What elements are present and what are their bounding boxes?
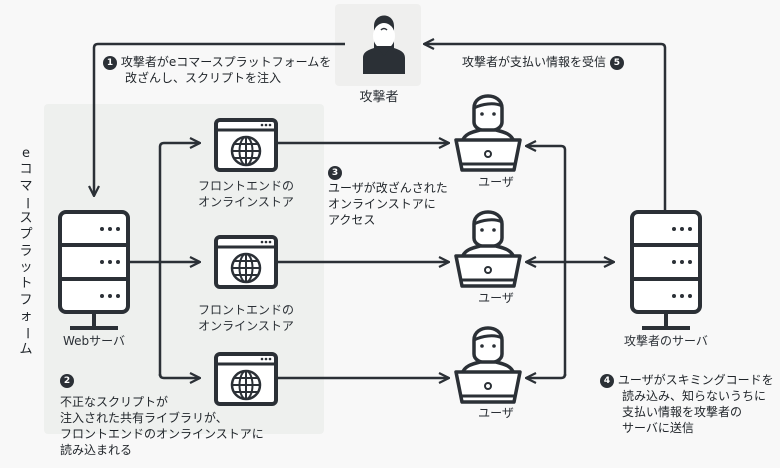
arrow-attacker-server-to-attacker: [424, 44, 667, 210]
platform-label-char: コ: [19, 162, 33, 178]
step-2-line: フロントエンドのオンラインストアに: [60, 427, 264, 441]
attacker-label: 攻撃者: [359, 90, 399, 105]
store-2-browser-globe-icon: [214, 235, 278, 289]
user-3-laptop-icon: [454, 326, 522, 404]
step-3: 3 ユーザが改ざんされた オンラインストアに アクセス: [328, 164, 448, 228]
ecommerce-platform-label: e コ マ ー ス プ ラ ッ ト フ ォ ー ム: [19, 146, 35, 358]
user-1-laptop-icon: [454, 94, 522, 172]
step-5: 攻撃者が支払い情報を受信 5: [462, 54, 624, 70]
step-1-badge: 1: [103, 55, 117, 70]
store-1-label-line: フロントエンドの: [197, 179, 294, 193]
store-1-label: フロントエンドの オンラインストア: [190, 178, 302, 210]
store-1-browser-globe-icon: [214, 118, 278, 172]
arrow-to-store-1: [158, 143, 200, 376]
ecommerce-platform-panel: [44, 104, 324, 434]
platform-label-char: プ: [19, 227, 33, 243]
user-3-label: ユーザ: [478, 406, 514, 420]
platform-label-char: ォ: [19, 308, 33, 324]
attacker-server-icon: [630, 210, 702, 330]
store-2-label: フロントエンドの オンラインストア: [190, 302, 302, 334]
store-2-label-line: オンラインストア: [198, 319, 294, 333]
step-1: 1 攻撃者がeコマースプラットフォームを 改ざんし、スクリプトを注入: [103, 54, 331, 86]
user-2-label: ユーザ: [478, 291, 514, 305]
step-4-line: 読み込み、知らないうちに: [622, 389, 767, 403]
step-3-badge: 3: [328, 165, 342, 180]
platform-label-char: ー: [19, 326, 35, 340]
step-3-line: オンラインストアに: [328, 197, 436, 211]
platform-label-char: ス: [19, 211, 33, 227]
step-2-line: 読み込まれる: [60, 443, 133, 457]
step-3-line: アクセス: [328, 213, 376, 227]
step-4-badge: 4: [600, 373, 614, 388]
user-1-label: ユーザ: [478, 175, 514, 189]
store-1-label-line: オンラインストア: [198, 195, 294, 209]
web-server-icon: [58, 210, 130, 330]
arrow-bus-to-user-3: [526, 374, 567, 378]
hooded-person-icon: [363, 15, 405, 74]
platform-label-char: フ: [19, 292, 33, 308]
step-2-line: 不正なスクリプトが: [60, 395, 169, 409]
step-4-line: 支払い情報を攻撃者の: [622, 405, 743, 419]
step-5-line: 攻撃者が支払い情報を受信: [462, 55, 607, 69]
platform-label-char: e: [22, 146, 30, 161]
step-2-badge: 2: [60, 373, 74, 388]
step-1-line: 改ざんし、スクリプトを注入: [125, 71, 282, 85]
arrow-to-store-3: [158, 374, 200, 378]
arrow-attacker-to-webserver: [94, 42, 345, 196]
platform-label-char: ト: [19, 276, 33, 292]
attacker-server-label: 攻撃者のサーバ: [624, 334, 708, 348]
step-4: 4 ユーザがスキミングコードを 読み込み、知らないうちに 支払い情報を攻撃者の …: [600, 372, 774, 436]
platform-label-char: ラ: [19, 243, 33, 259]
store-2-label-line: フロントエンドの: [197, 303, 294, 317]
step-2: 2 不正なスクリプトが 注入された共有ライブラリが、 フロントエンドのオンライン…: [60, 372, 264, 458]
step-4-line: ユーザがスキミングコードを: [617, 373, 774, 387]
web-server-label: Webサーバ: [62, 334, 126, 348]
arrow-bus-to-user-1: [526, 146, 567, 376]
platform-label-char: ム: [19, 341, 33, 357]
platform-label-char: ー: [19, 196, 35, 210]
platform-label-char: マ: [19, 178, 33, 194]
step-4-line: サーバに送信: [622, 421, 694, 435]
step-2-line: 注入された共有ライブラリが、: [60, 411, 228, 425]
user-2-laptop-icon: [454, 210, 522, 288]
step-1-line: 攻撃者がeコマースプラットフォームを: [120, 55, 332, 69]
step-3-line: ユーザが改ざんされた: [328, 181, 448, 195]
platform-label-char: ッ: [19, 260, 33, 276]
step-5-badge: 5: [609, 55, 624, 70]
